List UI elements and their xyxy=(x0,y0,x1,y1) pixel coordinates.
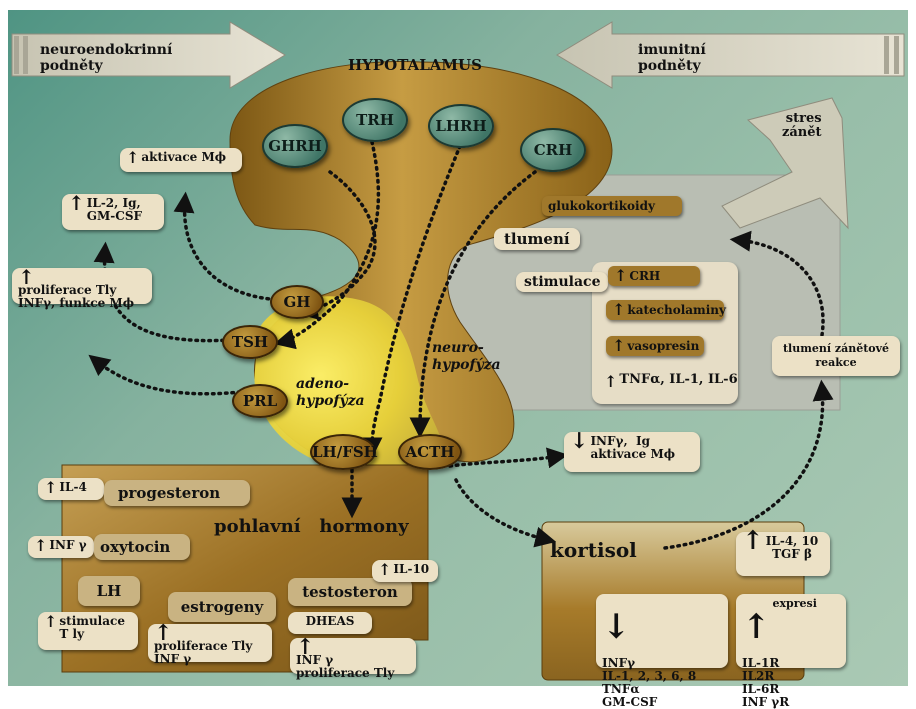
cytokines-label: ↑TNFα, IL-1, IL-6 xyxy=(604,372,738,391)
cortisol-upregulated-box: ↑IL-4, 10 TGF β xyxy=(736,532,830,576)
vasopressin-box: ↑vasopresin xyxy=(606,336,704,356)
sex-hormones-title: pohlavní hormony xyxy=(214,516,409,537)
dheas-effect-box: ↑INF γ proliferace Tly xyxy=(290,638,416,674)
infg-oxytocin-box: ↑INF γ xyxy=(28,536,94,558)
immune-stimuli-label: imunitní podněty xyxy=(638,42,706,74)
stimulation-box: stimulace xyxy=(516,272,608,292)
hormone-trh: TRH xyxy=(342,98,408,142)
hormone-acth: ACTH xyxy=(398,434,462,470)
cortisol-downregulated-box: ↓INFγ IL-1, 2, 3, 6, 8 TNFα GM-CSF xyxy=(596,594,728,668)
il2-box: ↑IL-2, Ig, GM-CSF xyxy=(62,194,164,230)
inflammation-suppression-box: tlumení zánětové reakce xyxy=(772,336,900,376)
crh-box: ↑CRH xyxy=(608,266,700,286)
glucocorticoids-box: glukokortikoidy xyxy=(542,196,682,216)
cortisol-receptor-box: ↑expresi IL-1R IL2R IL-6R INF γR xyxy=(736,594,846,668)
t-cell-stimulation-box: ↑stimulace T ly xyxy=(38,612,138,650)
neuroendocrine-stimuli-label: neuroendokrinní podněty xyxy=(40,42,172,74)
hormone-gh: GH xyxy=(270,285,324,319)
estrogens-box: estrogeny xyxy=(168,592,276,622)
acth-effect-box: ↓INFγ, Ig aktivace Mϕ xyxy=(564,432,700,472)
suppression-box: tlumení xyxy=(494,228,580,250)
il4-box: ↑IL-4 xyxy=(38,478,104,500)
il10-box: ↑IL-10 xyxy=(372,560,438,582)
hormone-lhfsh: LH/FSH xyxy=(310,434,376,470)
testosterone-box: testosteron xyxy=(288,578,412,606)
hormone-crh: CRH xyxy=(520,128,586,172)
lh-box: LH xyxy=(78,576,140,606)
hormone-tsh: TSH xyxy=(222,325,278,359)
adenohypophysis-label: adeno- hypofýza xyxy=(296,376,365,410)
catecholamines-box: ↑katecholaminy xyxy=(606,300,724,320)
dheas-box: DHEAS xyxy=(288,612,372,634)
hormone-lhrh: LHRH xyxy=(428,104,494,148)
hypothalamus-title: HYPOTALAMUS xyxy=(348,56,482,74)
stress-inflammation-label: stres zánět xyxy=(782,112,822,140)
cortisol-title: kortisol xyxy=(550,538,637,562)
macrophage-activation-box: ↑aktivace Mϕ xyxy=(120,148,242,172)
neurohypophysis-label: neuro- hypofýza xyxy=(432,340,501,374)
progesterone-box: progesteron xyxy=(104,480,250,506)
proliferation-box: ↑proliferace Tly INFγ, funkce Mϕ xyxy=(12,268,152,304)
hormone-prl: PRL xyxy=(232,384,288,418)
immune-arrow xyxy=(557,22,904,88)
hormone-ghrh: GHRH xyxy=(262,124,328,168)
oxytocin-box: oxytocin xyxy=(94,534,190,560)
estrogen-effect-box: ↑proliferace Tly INF γ xyxy=(148,624,272,662)
